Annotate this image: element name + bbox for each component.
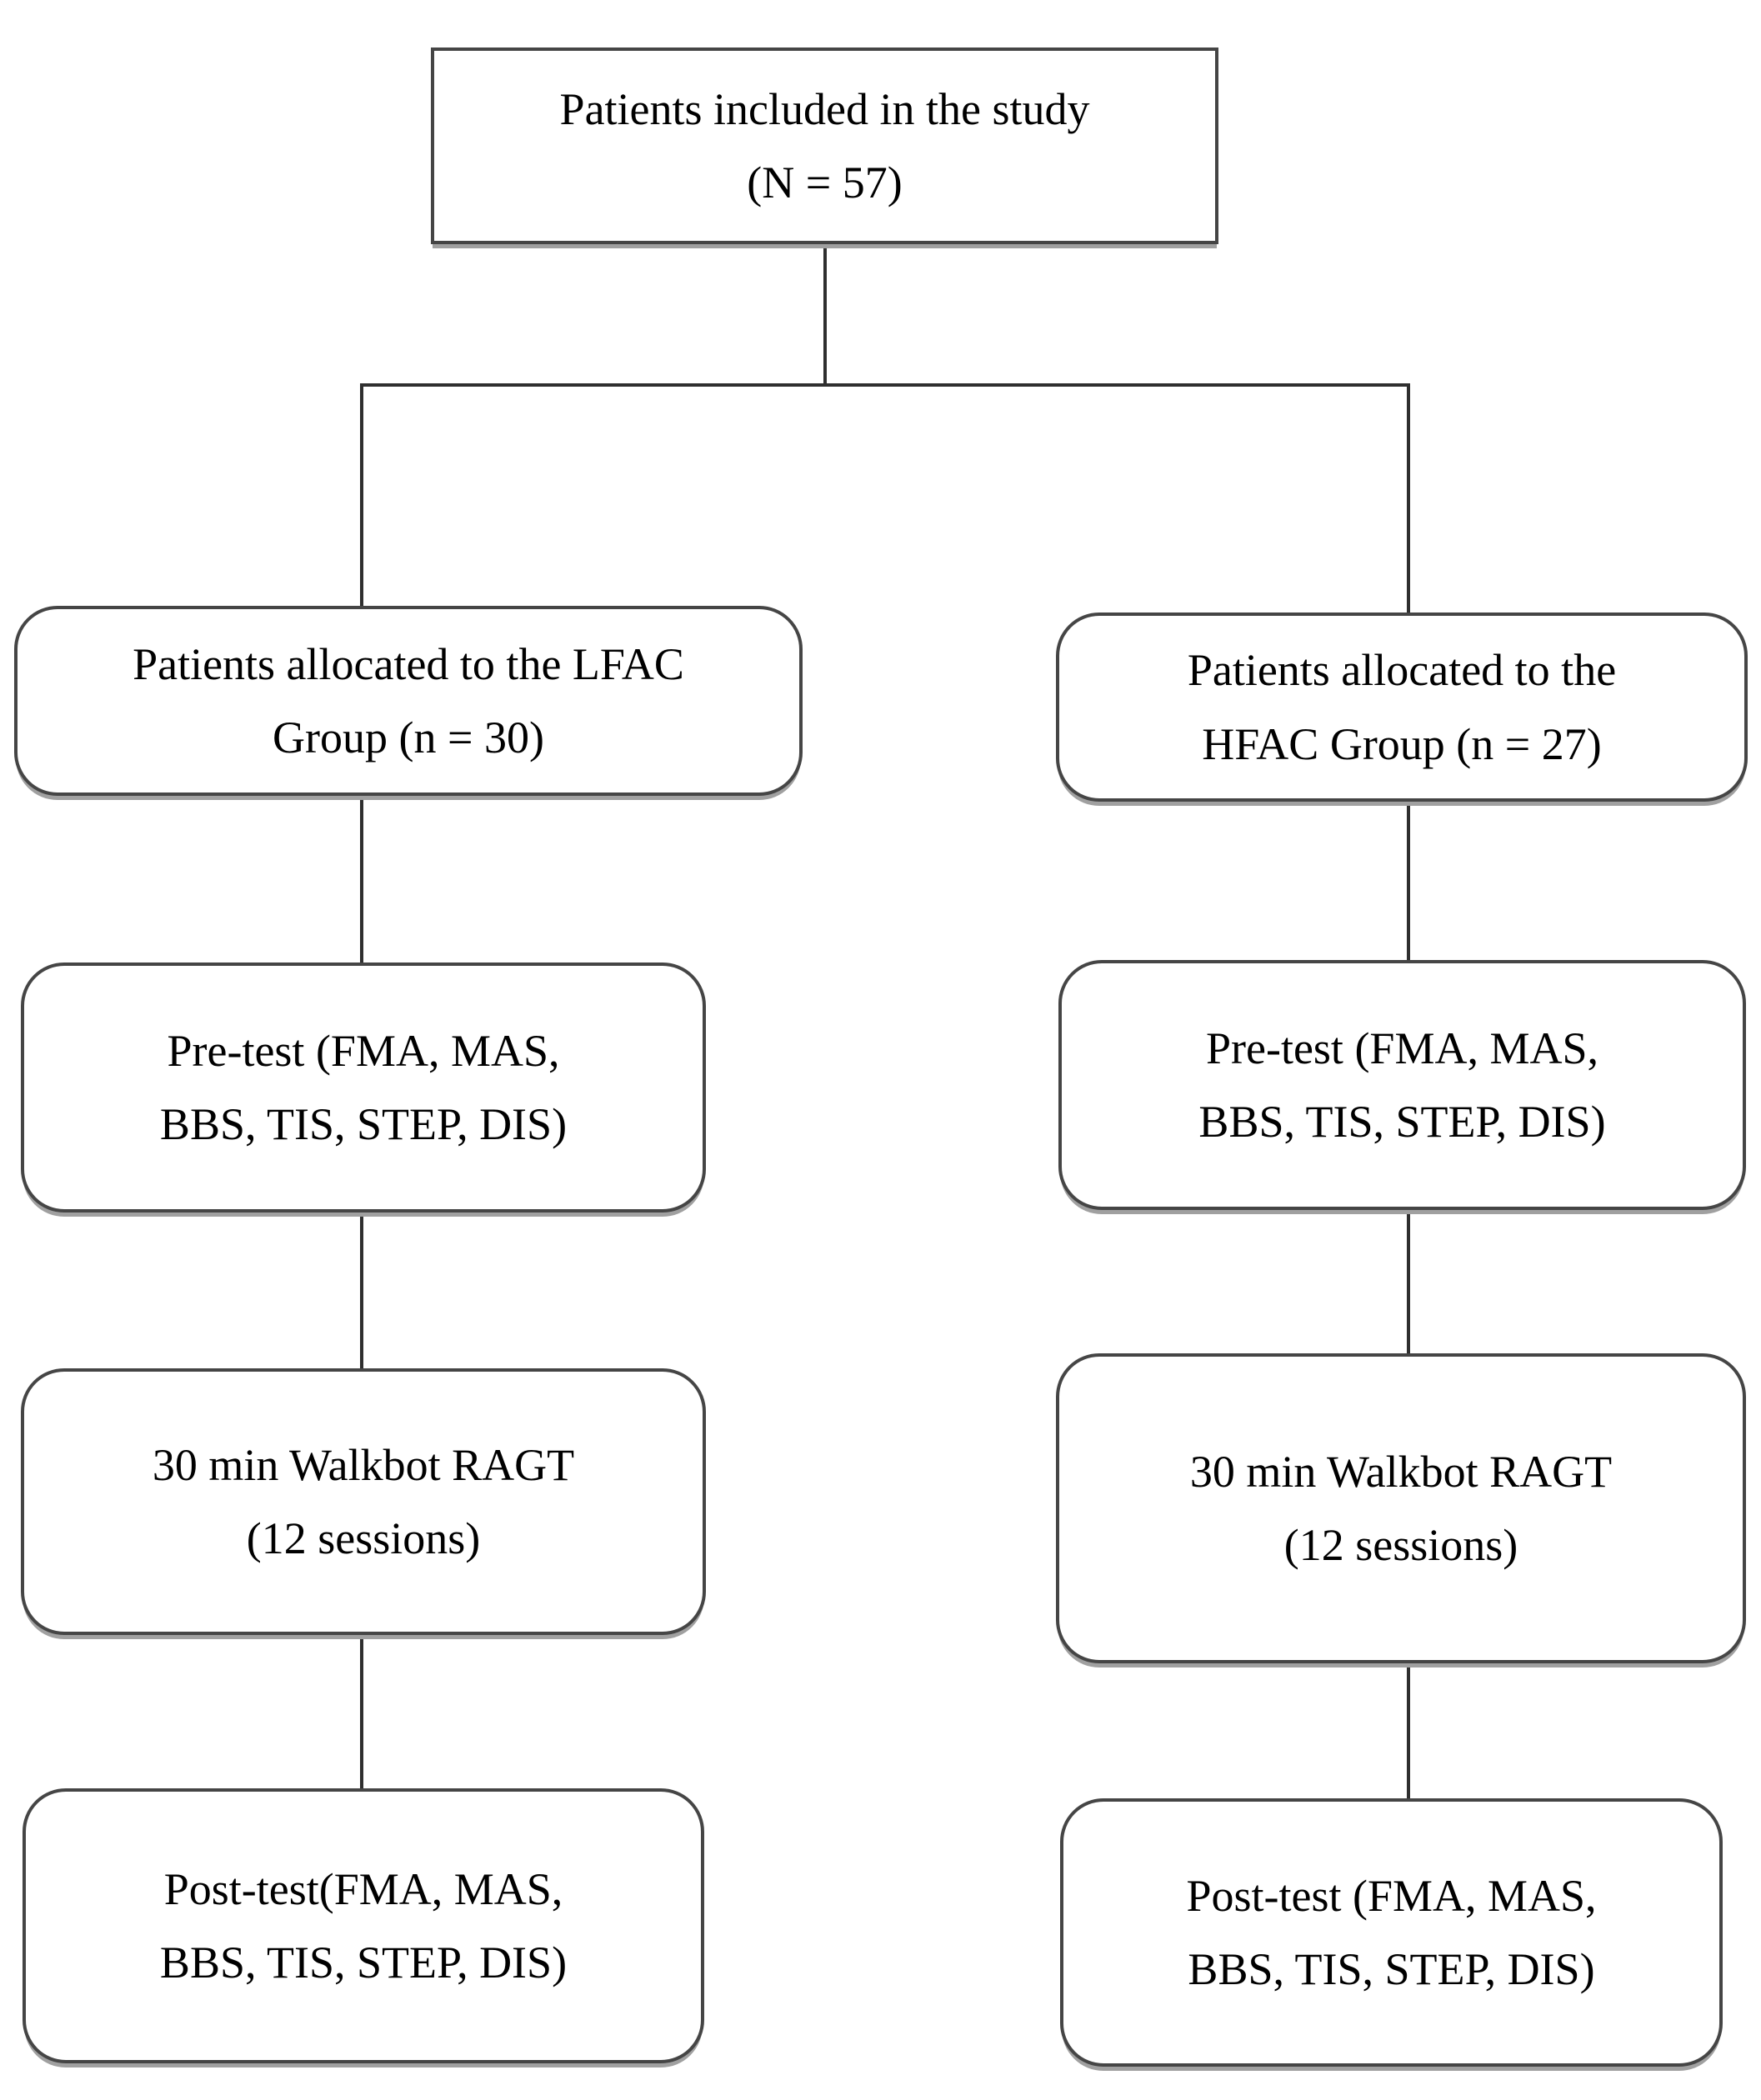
connector-left-to-posttest: [360, 1633, 363, 1788]
node-label-line2: BBS, TIS, STEP, DIS): [1198, 1097, 1606, 1147]
node-label-line2: BBS, TIS, STEP, DIS): [1188, 1944, 1595, 1994]
connector-top-stem: [823, 244, 827, 387]
node-label-line2: Group (n = 30): [273, 712, 544, 762]
node-label-line1: Pre-test (FMA, MAS,: [167, 1025, 560, 1076]
node-label-line1: 30 min Walkbot RAGT: [1189, 1446, 1613, 1497]
connector-right-to-ragt: [1407, 1208, 1410, 1353]
node-label-line1: Patients allocated to the LFAC: [133, 638, 684, 689]
node-label-line2: BBS, TIS, STEP, DIS): [159, 1099, 568, 1149]
node-label-line2: HFAC Group (n = 27): [1202, 718, 1602, 769]
node-patients-included: Patients included in the study (N = 57): [431, 48, 1218, 244]
node-label-line1: Patients allocated to the: [1187, 645, 1617, 696]
connector-left-drop: [360, 383, 363, 606]
connector-left-to-ragt: [360, 1211, 363, 1368]
node-label-line1: Patients included in the study: [559, 83, 1090, 134]
connector-right-to-posttest: [1407, 1662, 1410, 1798]
connector-right-drop: [1407, 383, 1410, 612]
node-label-line1: Post-test(FMA, MAS,: [163, 1863, 563, 1914]
node-hfac-allocation: Patients allocated to the HFAC Group (n …: [1056, 612, 1748, 802]
node-label-line1: Post-test (FMA, MAS,: [1186, 1870, 1597, 1921]
connector-right-to-pretest: [1407, 800, 1410, 960]
node-label-line2: BBS, TIS, STEP, DIS): [159, 1938, 568, 1988]
node-ragt-lfac: 30 min Walkbot RAGT (12 sessions): [21, 1368, 706, 1635]
node-pretest-hfac: Pre-test (FMA, MAS, BBS, TIS, STEP, DIS): [1058, 960, 1746, 1210]
connector-left-to-pretest: [360, 794, 363, 962]
node-ragt-hfac: 30 min Walkbot RAGT (12 sessions): [1056, 1353, 1746, 1663]
connector-split-bar: [360, 383, 1410, 387]
node-label-line2: (12 sessions): [1283, 1520, 1518, 1570]
node-pretest-lfac: Pre-test (FMA, MAS, BBS, TIS, STEP, DIS): [21, 962, 706, 1212]
node-label-line1: Pre-test (FMA, MAS,: [1205, 1022, 1599, 1073]
node-lfac-allocation: Patients allocated to the LFAC Group (n …: [14, 606, 803, 796]
node-posttest-lfac: Post-test(FMA, MAS, BBS, TIS, STEP, DIS): [23, 1788, 704, 2063]
node-posttest-hfac: Post-test (FMA, MAS, BBS, TIS, STEP, DIS…: [1060, 1798, 1723, 2067]
node-label-line2: (12 sessions): [246, 1513, 481, 1563]
node-label-line2: (N = 57): [747, 158, 903, 208]
node-label-line1: 30 min Walkbot RAGT: [152, 1439, 575, 1490]
